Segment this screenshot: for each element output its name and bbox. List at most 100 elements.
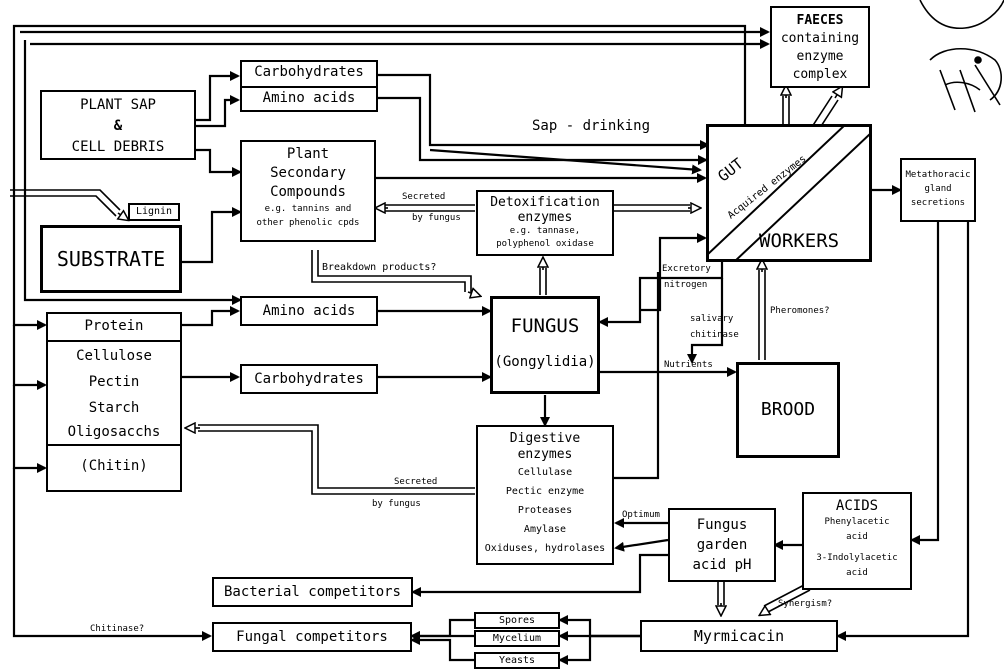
- lignin-box: Lignin: [128, 203, 180, 221]
- detox-sub-1: e.g. tannase,: [478, 225, 612, 238]
- psc-title-2: Secondary: [242, 164, 374, 183]
- detox-title-2: enzymes: [478, 210, 612, 225]
- pheromones-label: Pheromones?: [770, 306, 830, 316]
- digestive-title-2: enzymes: [478, 447, 612, 463]
- faeces-line-3: enzyme: [772, 48, 868, 66]
- plant-sap-line-1: PLANT SAP: [42, 95, 194, 116]
- salivary-label: salivary: [690, 314, 733, 324]
- yeasts-box: Yeasts: [474, 652, 560, 669]
- bacterial-label: Bacterial competitors: [224, 584, 401, 600]
- digestive-item-5: Oxiduses, hydrolases: [478, 539, 612, 558]
- garden-line-2: garden: [670, 535, 774, 555]
- workers-box: GUT Acquired enzymes WORKERS: [706, 124, 872, 262]
- amino-mid-label: Amino acids: [263, 303, 356, 319]
- secreted-by-fungus-1-b: by fungus: [412, 213, 461, 223]
- component-oligosacchs: Oligosacchs: [48, 424, 180, 440]
- digestive-item-4: Amylase: [478, 520, 612, 539]
- psc-title-1: Plant: [242, 145, 374, 164]
- myrmicacin-box: Myrmicacin: [640, 620, 838, 652]
- digestive-title-1: Digestive: [478, 431, 612, 447]
- psc-sub-1: e.g. tannins and: [242, 202, 374, 216]
- component-pectin: Pectin: [48, 374, 180, 390]
- component-cellulose: Cellulose: [48, 348, 180, 364]
- acids-line-4: acid: [804, 566, 910, 581]
- breakdown-products-label: Breakdown products?: [322, 262, 436, 273]
- synergism-label: Synergism?: [778, 599, 832, 609]
- mycelium-box: Mycelium: [474, 630, 560, 647]
- faeces-box: FAECES containing enzyme complex: [770, 6, 870, 88]
- carbs-amino-top-box: Carbohydrates Amino acids: [240, 60, 378, 112]
- faeces-line-1: FAECES: [772, 12, 868, 30]
- brood-box: BROOD: [736, 362, 840, 458]
- secreted-by-fungus-2-b: by fungus: [372, 499, 421, 509]
- spores-box: Spores: [474, 612, 560, 629]
- open-arrow-brood-workers: [759, 270, 765, 360]
- bacterial-competitors-box: Bacterial competitors: [212, 577, 413, 607]
- line-top-5: [14, 325, 45, 385]
- component-chitin: (Chitin): [48, 458, 180, 474]
- carbs-top-label: Carbohydrates: [242, 64, 376, 80]
- sap-drinking-label: Sap - drinking: [532, 118, 650, 134]
- chitinase-salivary-label: chitinase: [690, 330, 739, 340]
- workers-label: WORKERS: [759, 230, 839, 252]
- metathoracic-box: Metathoracic gland secretions: [900, 158, 976, 222]
- fungus-garden-box: Fungus garden acid pH: [668, 508, 776, 582]
- open-arrow-detox-workers: [613, 205, 690, 211]
- fungal-label: Fungal competitors: [236, 629, 388, 645]
- component-protein: Protein: [48, 318, 180, 334]
- secreted-by-fungus-2-a: Secreted: [394, 477, 437, 487]
- plant-sap-box: PLANT SAP & CELL DEBRIS: [40, 90, 196, 160]
- fungus-box: FUNGUS (Gongylidia): [490, 296, 600, 394]
- plant-sap-line-3: CELL DEBRIS: [42, 137, 194, 158]
- arrow-myrm-spores: [560, 620, 640, 636]
- arrow-spores-fungal: [412, 620, 474, 636]
- acids-line-3: 3-Indolylacetic: [804, 551, 910, 566]
- plant-secondary-compounds-box: Plant Secondary Compounds e.g. tannins a…: [240, 140, 376, 242]
- line-digestive-workers: [613, 272, 658, 478]
- arrow-sap-psc: [195, 150, 240, 172]
- detox-title-1: Detoxification: [478, 195, 612, 210]
- detox-sub-2: polyphenol oxidase: [478, 238, 612, 251]
- substrate-box: SUBSTRATE: [40, 225, 182, 293]
- open-arrow-lignin: [10, 190, 120, 216]
- arrow-yeasts-fungal: [412, 640, 474, 660]
- myrmicacin-label: Myrmicacin: [694, 627, 784, 645]
- arrow-garden-digestive-2: [616, 540, 668, 548]
- lignin-label: Lignin: [136, 206, 172, 217]
- carbs-mid-label: Carbohydrates: [254, 371, 364, 387]
- acids-title: ACIDS: [804, 497, 910, 515]
- digestive-item-1: Cellulase: [478, 463, 612, 482]
- arrow-chitinase: [14, 468, 210, 636]
- arrow-substrate-psc: [180, 212, 240, 262]
- amino-top-label: Amino acids: [242, 90, 376, 106]
- garden-line-1: Fungus: [670, 515, 774, 535]
- digestive-enzymes-box: Digestive enzymes Cellulase Pectic enzym…: [476, 425, 614, 565]
- spores-label: Spores: [499, 615, 535, 626]
- faeces-line-2: containing: [772, 30, 868, 48]
- fungus-title: FUNGUS: [493, 315, 597, 337]
- fungal-competitors-box: Fungal competitors: [212, 622, 412, 652]
- psc-title-3: Compounds: [242, 183, 374, 202]
- arrow-protein-amino: [182, 311, 238, 325]
- arrow-metathoracic-acids: [912, 222, 938, 540]
- arrow-myrm-yeasts: [560, 636, 640, 660]
- detox-enzymes-box: Detoxification enzymes e.g. tannase, pol…: [476, 190, 614, 256]
- arrow-sap-carbs: [195, 76, 238, 120]
- line-top-6: [14, 385, 45, 468]
- metathoracic-line-2: gland: [902, 182, 974, 196]
- substrate-label: SUBSTRATE: [57, 247, 165, 271]
- psc-sub-2: other phenolic cpds: [242, 216, 374, 230]
- nitrogen-label: nitrogen: [664, 280, 707, 290]
- arrow-carbs-gut: [377, 75, 708, 145]
- excretory-label: Excretory: [662, 264, 711, 274]
- brood-label: BROOD: [761, 399, 815, 420]
- metathoracic-line-1: Metathoracic: [902, 168, 974, 182]
- faeces-line-4: complex: [772, 66, 868, 84]
- open-arrow-detox-psc: [385, 205, 475, 211]
- open-arrow-garden-myrmicacin: [718, 582, 724, 605]
- arrow-sap-amino: [195, 100, 238, 126]
- secreted-by-fungus-1-a: Secreted: [402, 192, 445, 202]
- digestive-item-2: Pectic enzyme: [478, 482, 612, 501]
- plant-sap-line-2: &: [42, 116, 194, 137]
- fungus-subtitle: (Gongylidia): [493, 354, 597, 370]
